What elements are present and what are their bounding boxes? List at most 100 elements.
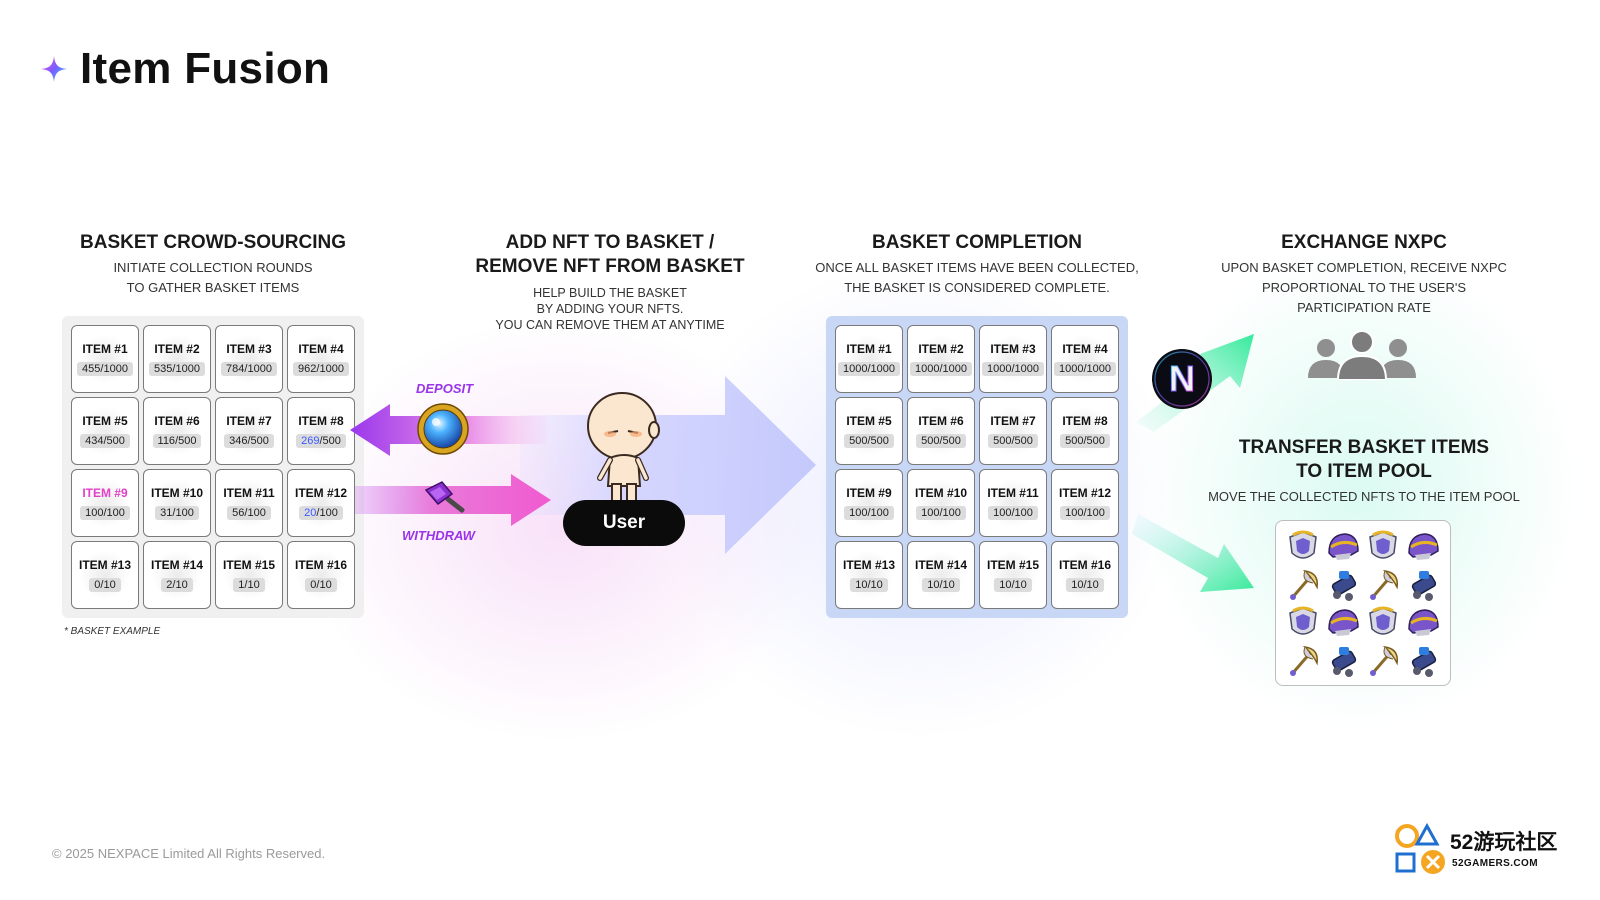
item-name: ITEM #15 [986, 558, 1040, 572]
pool-item [1324, 643, 1362, 679]
item-count-have: 0 [310, 579, 317, 591]
basket-example-note: * BASKET EXAMPLE [64, 626, 161, 637]
item-count-separator: / [172, 507, 176, 519]
exchange-desc: UPON BASKET COMPLETION, RECEIVE NXPC PRO… [1194, 258, 1534, 318]
item-name: ITEM #8 [1062, 414, 1108, 428]
item-name: ITEM #3 [226, 342, 272, 356]
item-count-need: 1000 [175, 363, 200, 375]
item-count-separator: / [1011, 579, 1015, 591]
item-count-need: 500 [106, 435, 125, 447]
item-count-have: 2 [166, 579, 173, 591]
item-count: 10/10 [994, 578, 1032, 592]
item-count: 500/500 [1060, 434, 1110, 448]
item-count-need: 10 [319, 579, 332, 591]
item-count: 2/10 [161, 578, 193, 592]
item-count-have: 500 [921, 435, 940, 447]
item-count: 455/1000 [77, 362, 133, 376]
item-count: 100/100 [988, 506, 1038, 520]
axe-icon [1370, 645, 1398, 676]
item-count: 10/10 [922, 578, 960, 592]
item-count-have: 434 [85, 435, 104, 447]
item-count: 100/100 [844, 506, 894, 520]
shield-icon [1289, 606, 1317, 635]
item-count-separator: / [316, 363, 320, 375]
item-count: 1000/1000 [1053, 362, 1117, 376]
add-desc-line: HELP BUILD THE BASKET [533, 286, 687, 300]
item-count: 1000/1000 [909, 362, 973, 376]
item-count-have: 962 [298, 363, 317, 375]
item-count-have: 1 [238, 579, 245, 591]
item-count-need: 100 [942, 507, 961, 519]
item-count-need: 1000 [870, 363, 896, 375]
add-desc-line: BY ADDING YOUR NFTS. [536, 302, 684, 316]
item-count-have: 455 [82, 363, 101, 375]
add-title-line: REMOVE NFT FROM BASKET [475, 256, 745, 277]
transfer-title: TRANSFER BASKET ITEMS TO ITEM POOL [1184, 436, 1544, 484]
pool-item [1404, 567, 1442, 603]
shield-icon [1369, 530, 1397, 559]
transfer-arrow [1132, 514, 1254, 592]
completion-desc-line: ONCE ALL BASKET ITEMS HAVE BEEN COLLECTE… [815, 260, 1139, 275]
sparkle-icon [41, 56, 67, 82]
item-count-need: 100 [1014, 507, 1033, 519]
item-count-have: 10 [999, 579, 1012, 591]
item-name: ITEM #10 [150, 486, 204, 500]
cannon-icon [1411, 571, 1437, 601]
item-count-separator: / [100, 579, 104, 591]
item-count: 500/500 [988, 434, 1038, 448]
helmet-icon [1328, 609, 1359, 636]
purple-hammer-icon [424, 481, 465, 513]
item-count-have: 1000 [914, 363, 940, 375]
item-count-separator: / [1011, 507, 1015, 519]
item-count-separator: / [316, 579, 320, 591]
item-count-separator: / [1083, 363, 1087, 375]
item-count: 31/100 [155, 506, 199, 520]
shield-icon [1369, 606, 1397, 635]
item-count-separator: / [1011, 435, 1015, 447]
item-count-separator: / [244, 579, 248, 591]
item-count: 10/10 [1066, 578, 1104, 592]
item-count-have: 1000 [1058, 363, 1084, 375]
helmet-icon [1328, 533, 1359, 560]
page-title-wrap: Item Fusion [40, 44, 330, 94]
item-name: ITEM #1 [82, 342, 128, 356]
item-count: 269/500 [296, 434, 346, 448]
item-count-have: 269 [301, 435, 320, 447]
item-count: 100/100 [1060, 506, 1110, 520]
item-count: 116/500 [152, 434, 202, 448]
item-count-separator: / [319, 435, 323, 447]
item-count-need: 100 [106, 507, 125, 519]
item-name: ITEM #14 [914, 558, 968, 572]
item-count-separator: / [175, 435, 179, 447]
item-count-separator: / [103, 435, 107, 447]
item-count-have: 100 [993, 507, 1012, 519]
item-count-separator: / [1083, 435, 1087, 447]
item-count-need: 10 [942, 579, 955, 591]
basket-cell: ITEM #7 500/500 [979, 397, 1047, 465]
pool-item [1404, 529, 1442, 565]
pool-item [1324, 605, 1362, 641]
item-name: ITEM #12 [294, 486, 348, 500]
item-name: ITEM #9 [82, 486, 128, 500]
item-name: ITEM #7 [990, 414, 1036, 428]
pool-item [1284, 643, 1322, 679]
pool-item [1364, 567, 1402, 603]
item-name: ITEM #15 [222, 558, 276, 572]
item-count-need: 10 [103, 579, 116, 591]
item-count-need: 1000 [1086, 363, 1112, 375]
item-count-need: 1000 [247, 363, 272, 375]
basket-cell: ITEM #14 10/10 [907, 541, 975, 609]
item-count-need: 1000 [1014, 363, 1040, 375]
item-name: ITEM #1 [846, 342, 892, 356]
